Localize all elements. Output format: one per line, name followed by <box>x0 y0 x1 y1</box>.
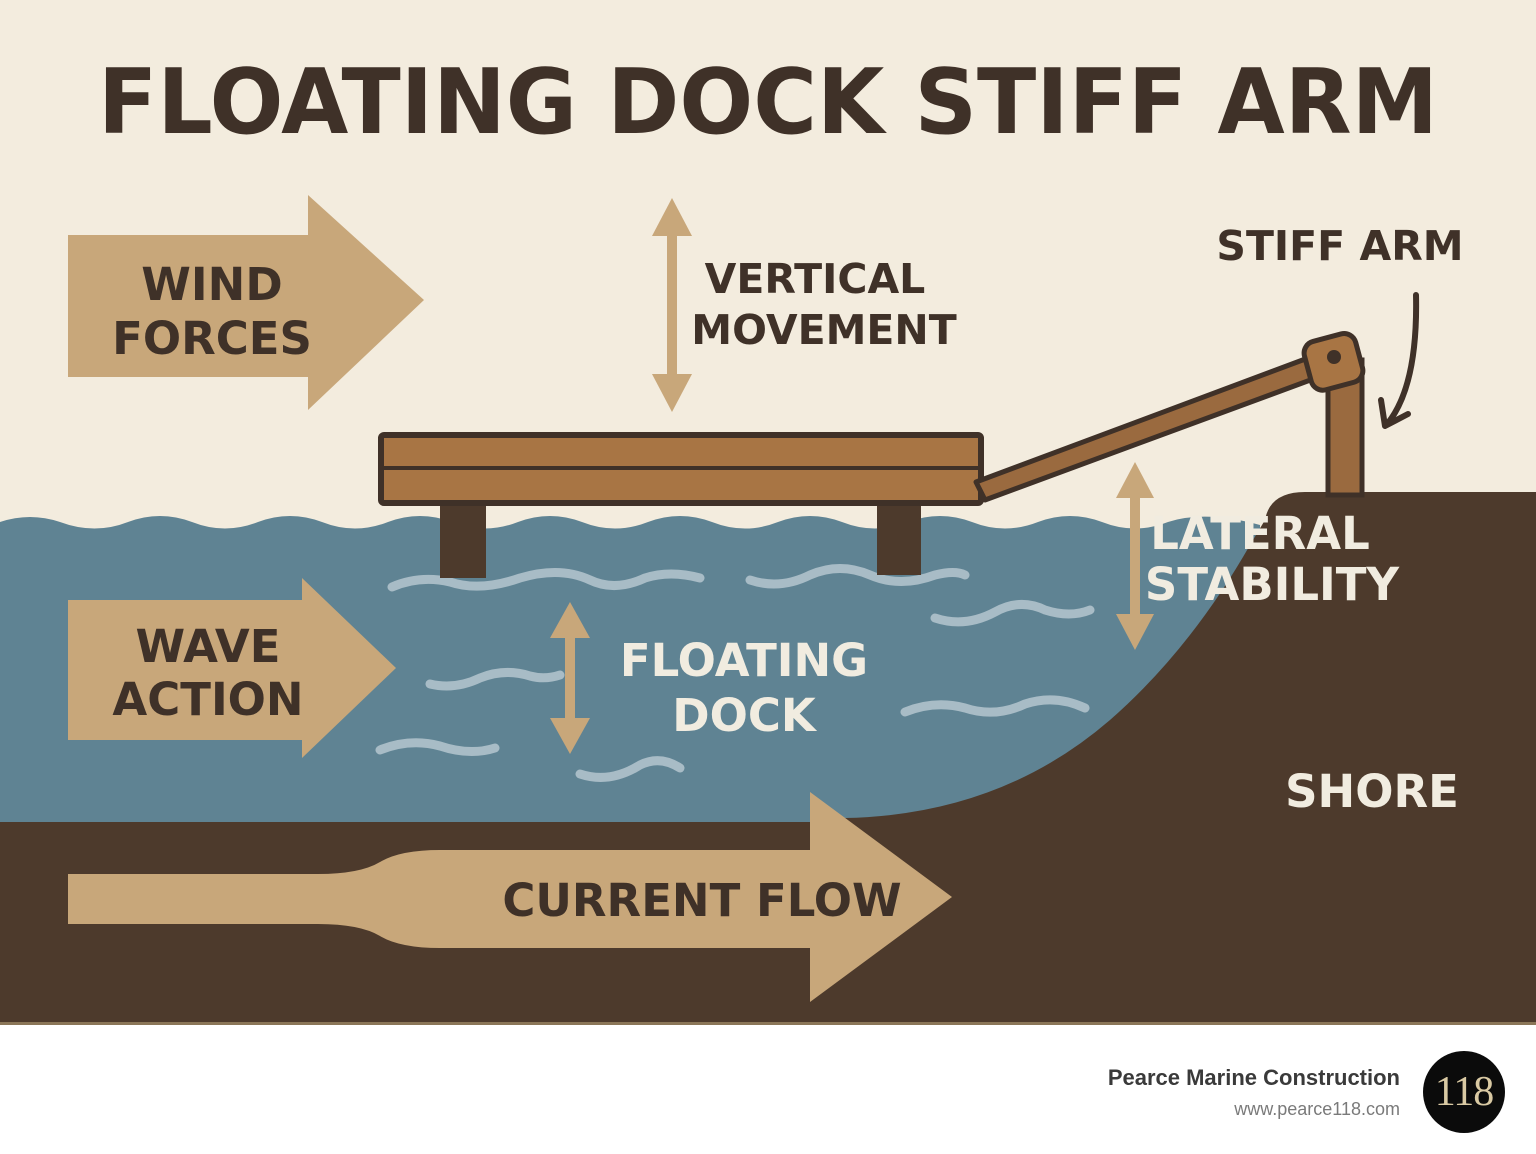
wave-label-line2: ACTION <box>112 673 303 726</box>
brand-logo: 118 <box>1423 1051 1505 1133</box>
lateral-label-line2: STABILITY <box>1145 558 1401 611</box>
vertical-label-line1: VERTICAL <box>705 255 926 303</box>
brand-url[interactable]: www.pearce118.com <box>1234 1099 1400 1119</box>
current-flow-label: CURRENT FLOW <box>502 874 901 927</box>
wind-label-line2: FORCES <box>112 312 312 365</box>
brand-logo-text: 118 <box>1434 1069 1494 1115</box>
stiff-arm-pointer <box>1378 292 1420 429</box>
wave-label-line1: WAVE <box>136 620 281 673</box>
brand-name: Pearce Marine Construction <box>1107 1065 1400 1090</box>
current-flow-arrow <box>68 792 952 1002</box>
stiff-arm-diagram: FLOATING DOCK STIFF ARM <box>0 0 1536 1025</box>
dock-piling-right <box>877 500 921 575</box>
lateral-stability-arrow <box>1116 462 1154 650</box>
floating-label-line1: FLOATING <box>620 634 868 687</box>
bottom-edge <box>0 1022 1536 1025</box>
shore-label: SHORE <box>1285 765 1459 818</box>
pivot-bolt <box>1327 350 1341 364</box>
wind-label-line1: WIND <box>141 258 282 311</box>
lateral-label-line1: LATERAL <box>1150 507 1370 560</box>
dock-piling-left <box>440 500 486 578</box>
floating-movement-arrow <box>550 602 590 754</box>
wind-forces-arrow <box>68 195 424 410</box>
floating-label-line2: DOCK <box>672 689 818 742</box>
stiff-arm-label: STIFF ARM <box>1216 222 1463 270</box>
dock-platform <box>378 432 984 506</box>
footer: Pearce Marine Construction www.pearce118… <box>0 1025 1536 1154</box>
stiff-arm <box>973 331 1366 503</box>
wave-action-arrow <box>68 578 396 758</box>
vertical-movement-arrow <box>652 198 692 412</box>
water-ripples <box>375 564 1095 782</box>
vertical-label-line2: MOVEMENT <box>691 306 956 354</box>
diagram-title: FLOATING DOCK STIFF ARM <box>98 50 1438 155</box>
shore-ground <box>820 492 1536 1022</box>
